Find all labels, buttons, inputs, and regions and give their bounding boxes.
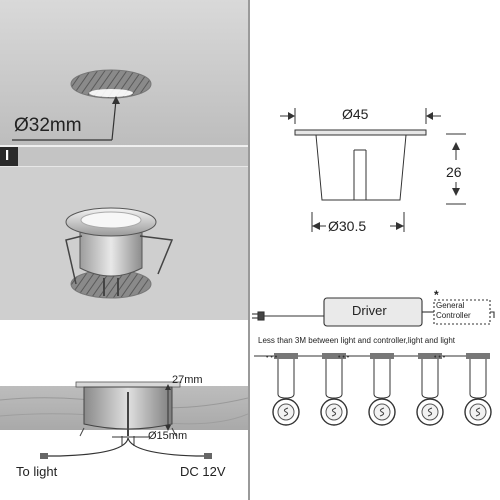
insert-light-illustration [0,166,248,299]
depth-label: 27mm [172,374,203,386]
light-lead [469,356,487,399]
hole-diameter-label: Ø32mm [14,115,82,136]
light-lead [277,356,295,399]
spring-clip-right [139,235,174,275]
drilled-hole [70,69,152,99]
top-diameter-label: Ø45 [342,106,369,122]
height-label: 26 [446,164,462,180]
base-diameter-label: Ø30.5 [328,218,367,234]
vertical-divider [248,0,250,500]
light-glyph-icon [427,407,433,417]
light-lead [421,356,439,399]
light-connector [466,353,490,359]
insert-light-panel [0,166,248,320]
light-chain: • • • • • • • • • [266,353,492,426]
step-marker: I [5,147,10,164]
light-connector [370,353,394,359]
light-connector [274,353,298,359]
to-light-label: To light [16,464,58,479]
controller-asterisk: * [434,288,439,302]
cable-diameter-label: Ø15mm [148,430,188,442]
step-badge [0,147,18,166]
dimension-panel: Ø45 26 Ø30.5 [250,0,500,260]
light-glyph-icon [475,407,481,417]
driver-label: Driver [352,303,387,318]
controller-label: General Controller [436,301,471,320]
section-illustration [0,381,248,459]
spring-clip-left [65,235,83,285]
dimension-drawing [280,108,466,232]
light-body [79,223,143,277]
cable-dc [127,437,204,457]
section-panel: 27mm Ø15mm To light DC 12V [0,320,248,500]
wiring-diagram: • • • • • • • • • [252,297,495,426]
light-connector [322,353,346,359]
continuation-dots: • • • [434,354,446,361]
light-connector [418,353,442,359]
continuation-dots: • • • [266,354,278,361]
cable-to-light [46,437,129,457]
light-glyph-icon [283,407,289,417]
distance-note: Less than 3M between light and controlle… [258,336,456,345]
light-lens [80,211,142,229]
light-lead [325,356,343,399]
light-glyph-icon [331,407,337,417]
hole-install-panel: Ø32mm I [0,0,248,166]
dc-voltage-label: DC 12V [180,464,226,479]
hole-illustration [0,0,248,166]
wiring-panel: • • • • • • • • • Driver * General Control… [250,270,500,445]
continuation-dots: • • • [338,354,350,361]
light-lead [373,356,391,399]
light-glyph-icon [379,407,385,417]
